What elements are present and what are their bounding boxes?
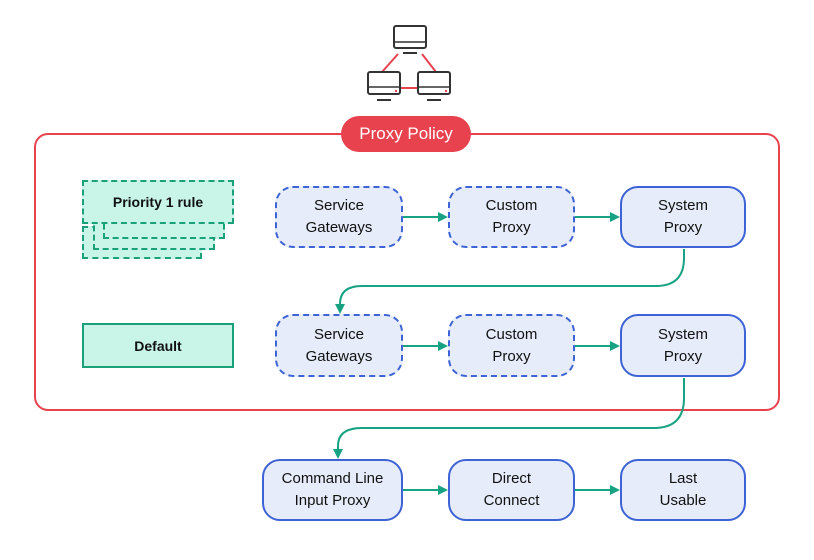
network-computers-icon: [367, 25, 451, 101]
last-usable-node[interactable]: Last Usable: [620, 459, 746, 521]
row1-service-gateways-node[interactable]: Service Gateways: [275, 186, 403, 248]
computer-top-icon: [393, 25, 427, 54]
command-line-input-proxy-label: Command Line Input Proxy: [281, 470, 384, 509]
row1-service-gateways-label: Service Gateways: [305, 197, 373, 236]
row1-custom-proxy-node[interactable]: Custom Proxy: [448, 186, 575, 248]
default-rule-card[interactable]: Default: [82, 323, 234, 368]
priority-rule-card[interactable]: Priority 1 rule: [82, 180, 234, 224]
last-usable-label: Last Usable: [659, 470, 707, 509]
arrow-r1-to-r2: [335, 249, 685, 314]
arrow-r2-to-r3: [333, 378, 685, 459]
row1-system-proxy-label: System Proxy: [657, 197, 708, 236]
proxy-policy-text: Proxy Policy: [359, 124, 453, 143]
row2-service-gateways-node[interactable]: Service Gateways: [275, 314, 403, 377]
row1-custom-proxy-label: Custom Proxy: [485, 197, 538, 236]
direct-connect-node[interactable]: Direct Connect: [448, 459, 575, 521]
proxy-policy-label: Proxy Policy: [341, 116, 471, 152]
row2-service-gateways-label: Service Gateways: [305, 325, 373, 365]
priority-rule-label: Priority 1 rule: [112, 194, 204, 210]
row1-system-proxy-node[interactable]: System Proxy: [620, 186, 746, 248]
command-line-input-proxy-node[interactable]: Command Line Input Proxy: [262, 459, 403, 521]
direct-connect-label: Direct Connect: [483, 470, 540, 509]
row2-system-proxy-label: System Proxy: [657, 325, 708, 365]
default-rule-label: Default: [134, 337, 182, 354]
row2-custom-proxy-node[interactable]: Custom Proxy: [448, 314, 575, 377]
computer-right-icon: [417, 71, 451, 101]
row2-custom-proxy-label: Custom Proxy: [485, 325, 538, 365]
row2-system-proxy-node[interactable]: System Proxy: [620, 314, 746, 377]
computer-left-icon: [367, 71, 401, 101]
